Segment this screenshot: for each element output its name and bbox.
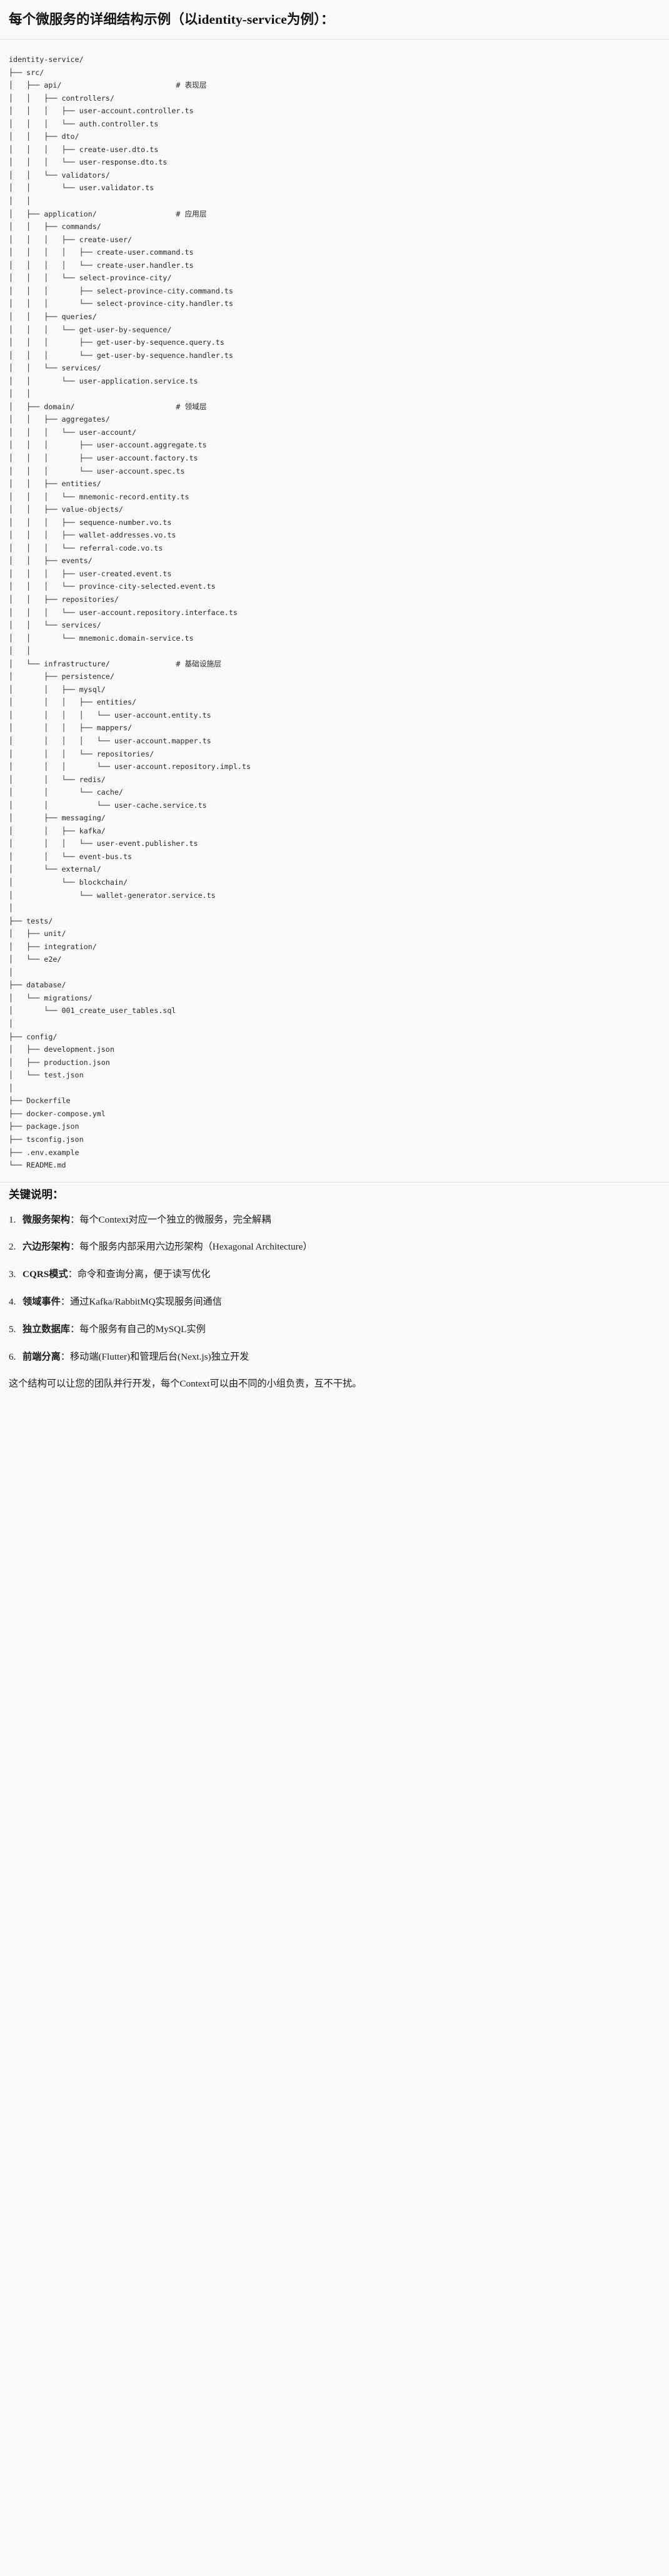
note-term: 六边形架构	[23, 1241, 70, 1253]
note-description: 每个Context对应一个独立的微服务，完全解耦	[79, 1214, 271, 1225]
directory-tree: identity-service/ ├── src/ │ ├── api/ # …	[9, 55, 251, 1170]
list-item: 微服务架构：每个Context对应一个独立的微服务，完全解耦	[9, 1213, 660, 1228]
list-item: 前端分离：移动端(Flutter)和管理后台(Next.js)独立开发	[9, 1350, 660, 1365]
note-separator: ：	[69, 1323, 80, 1335]
list-item: 独立数据库：每个服务有自己的MySQL实例	[9, 1323, 660, 1337]
key-notes-title: 关键说明：	[9, 1188, 64, 1201]
key-notes-list: 微服务架构：每个Context对应一个独立的微服务，完全解耦 六边形架构：每个服…	[9, 1213, 660, 1365]
note-description: 通过Kafka/RabbitMQ实现服务间通信	[69, 1296, 222, 1307]
note-separator: ：	[69, 1214, 80, 1225]
note-term: 领域事件	[23, 1296, 61, 1307]
note-separator: ：	[68, 1269, 78, 1280]
directory-tree-block: identity-service/ ├── src/ │ ├── api/ # …	[0, 39, 669, 1182]
closing-paragraph: 这个结构可以让您的团队并行开发，每个Context可以由不同的小组负责，互不干扰…	[9, 1378, 362, 1390]
page-title: 每个微服务的详细结构示例（以identity-service为例）：	[9, 12, 334, 27]
note-term: CQRS模式	[23, 1269, 68, 1280]
note-description: 移动端(Flutter)和管理后台(Next.js)独立开发	[69, 1351, 249, 1362]
list-item: 六边形架构：每个服务内部采用六边形架构（Hexagonal Architectu…	[9, 1240, 660, 1255]
note-separator: ：	[60, 1296, 70, 1307]
note-separator: ：	[69, 1241, 80, 1253]
list-item: 领域事件：通过Kafka/RabbitMQ实现服务间通信	[9, 1295, 660, 1310]
document-page: 每个微服务的详细结构示例（以identity-service为例）： ident…	[0, 0, 669, 1405]
note-term: 微服务架构	[23, 1214, 70, 1225]
key-notes-section: 关键说明： 微服务架构：每个Context对应一个独立的微服务，完全解耦 六边形…	[0, 1183, 669, 1406]
note-separator: ：	[60, 1351, 70, 1362]
note-description: 每个服务内部采用六边形架构（Hexagonal Architecture）	[79, 1241, 313, 1253]
list-item: CQRS模式：命令和查询分离，便于读写优化	[9, 1268, 660, 1282]
note-term: 前端分离	[23, 1351, 61, 1362]
note-description: 命令和查询分离，便于读写优化	[77, 1269, 211, 1280]
tree-divider	[0, 1181, 669, 1183]
note-description: 每个服务有自己的MySQL实例	[79, 1323, 206, 1335]
note-term: 独立数据库	[23, 1323, 70, 1335]
